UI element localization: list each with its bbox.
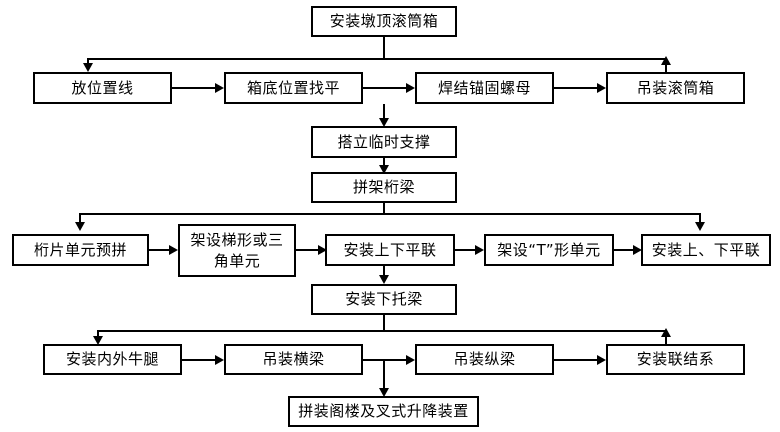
node-assemble-attic-and-fork-lift-device[interactable]: 拼装阁楼及叉式升降装置 xyxy=(288,396,479,427)
arrow-into-node-install-upper-lower-bracing-2 xyxy=(695,222,705,231)
node-label: 架设梯形或三 角单元 xyxy=(190,231,284,270)
node-label: 安装内外牛腿 xyxy=(65,350,159,369)
node-install-connection-system[interactable]: 安装联结系 xyxy=(606,344,745,375)
node-install-upper-lower-bracing-2[interactable]: 安装上、下平联 xyxy=(641,234,771,266)
edge-bus-drop-left-row5 xyxy=(79,213,81,225)
arrow-n4-to-n5 xyxy=(597,83,606,93)
node-hoist-longitudinal-beam[interactable]: 吊装纵梁 xyxy=(415,344,554,375)
node-erect-trapezoid-or-triangle-unit[interactable]: 架设梯形或三 角单元 xyxy=(178,224,296,277)
edge-n3-to-n6-stem xyxy=(383,104,385,122)
edge-n14-n15-line xyxy=(182,359,219,361)
node-label: 吊装横梁 xyxy=(262,350,325,369)
arrow-return-to-bus-row1 xyxy=(661,56,671,65)
node-label: 安装下托梁 xyxy=(345,290,423,309)
arrow-into-node-assemble-attic-lift xyxy=(379,388,389,397)
node-label: 安装上、下平联 xyxy=(651,240,761,259)
node-install-upper-lower-bracing[interactable]: 安装上下平联 xyxy=(325,234,455,266)
edge-n15-to-n18-stem xyxy=(383,361,385,393)
node-label: 箱底位置找平 xyxy=(246,78,340,97)
edge-bus-drop-right-row5 xyxy=(699,213,701,225)
arrow-n14-to-n15 xyxy=(215,355,224,365)
node-label: 安装联结系 xyxy=(636,350,715,369)
arrow-n9-to-n10 xyxy=(318,245,327,255)
edge-n10-to-n13-stem xyxy=(383,266,385,280)
node-erect-temporary-support[interactable]: 搭立临时支撑 xyxy=(311,126,457,158)
edge-n9-n10-line xyxy=(296,249,322,251)
node-hoist-roller-box[interactable]: 吊装滚筒箱 xyxy=(606,72,745,104)
edge-bus-row1-row2 xyxy=(87,58,667,60)
arrow-into-node-install-inner-outer-corbel xyxy=(93,336,103,345)
node-weld-anchor-nut[interactable]: 焊结锚固螺母 xyxy=(415,72,554,104)
edge-return-riser-right xyxy=(665,60,667,72)
node-label: 吊装滚筒箱 xyxy=(636,78,715,97)
node-hoist-crossbeam[interactable]: 吊装横梁 xyxy=(224,344,363,375)
node-install-lower-bolster-beam[interactable]: 安装下托梁 xyxy=(311,284,457,315)
edge-return-riser-right-row7 xyxy=(665,332,667,344)
arrow-n8-to-n9 xyxy=(169,245,178,255)
node-assemble-truss-girder[interactable]: 拼架桁梁 xyxy=(311,172,457,203)
arrow-into-node-truss-unit-preassembly xyxy=(75,222,85,231)
arrow-n16-to-n17 xyxy=(597,355,606,365)
edge-bus-drop-left xyxy=(87,58,89,67)
node-erect-t-shaped-unit[interactable]: 架设“T”形单元 xyxy=(484,234,614,266)
node-label: 焊结锚固螺母 xyxy=(437,78,531,97)
edge-n7-stem xyxy=(383,203,385,214)
arrow-n3-to-n4 xyxy=(406,83,415,93)
arrow-return-to-bus-row7 xyxy=(661,328,671,337)
node-label: 拼装阁楼及叉式升降装置 xyxy=(298,402,469,421)
arrow-n11-to-n12 xyxy=(633,245,642,255)
edge-bus-row4-row5 xyxy=(79,213,701,215)
edge-n4-n5-line xyxy=(554,87,601,89)
edge-n2-n3-line xyxy=(172,87,219,89)
edge-n11-n12-line xyxy=(614,249,637,251)
arrow-into-node-temp-support xyxy=(379,118,389,127)
edge-bus-drop-left-row7 xyxy=(97,330,99,339)
node-label: 架设“T”形单元 xyxy=(497,240,601,259)
edge-bus-row6-row7 xyxy=(97,330,667,332)
node-label: 安装上下平联 xyxy=(343,240,437,259)
edge-n8-n9-line xyxy=(149,249,173,251)
node-label: 搭立临时支撑 xyxy=(337,132,431,151)
node-install-inner-outer-corbel[interactable]: 安装内外牛腿 xyxy=(43,344,182,375)
node-label: 桁片单元预拼 xyxy=(33,240,127,259)
edge-n6-to-n7-stem xyxy=(383,158,385,171)
arrow-into-node-assemble-truss xyxy=(379,165,389,174)
node-label: 吊装纵梁 xyxy=(453,350,516,369)
edge-n15-n16-line xyxy=(363,359,410,361)
arrow-into-node-line-marking xyxy=(83,63,93,72)
node-label: 安装墩顶滚筒箱 xyxy=(329,12,439,31)
node-line-marking[interactable]: 放位置线 xyxy=(33,72,172,104)
edge-n1-stem xyxy=(383,37,385,59)
arrow-n10-to-n11 xyxy=(475,245,484,255)
edge-n10-n11-line xyxy=(455,249,479,251)
edge-n16-n17-line xyxy=(554,359,601,361)
node-install-pier-top-roller-box[interactable]: 安装墩顶滚筒箱 xyxy=(311,6,457,37)
node-box-bottom-leveling[interactable]: 箱底位置找平 xyxy=(224,72,363,104)
node-label: 拼架桁梁 xyxy=(352,178,415,197)
edge-n3-n4-line xyxy=(363,87,410,89)
arrow-n2-to-n3 xyxy=(215,83,224,93)
node-truss-unit-preassembly[interactable]: 桁片单元预拼 xyxy=(12,234,149,266)
edge-n13-stem xyxy=(383,315,385,331)
arrow-into-node-install-lower-bolster xyxy=(379,275,389,284)
node-label: 放位置线 xyxy=(71,78,134,97)
arrow-n15-to-n16 xyxy=(406,355,415,365)
